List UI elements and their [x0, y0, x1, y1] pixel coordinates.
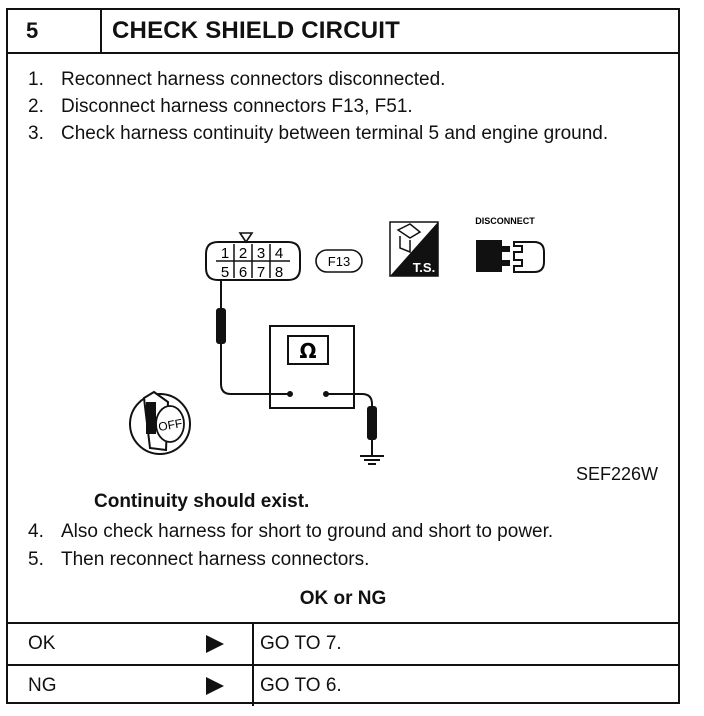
disconnect-icon: DISCONNECT — [475, 216, 545, 273]
instruction-item: 2. Disconnect harness connectors F13, F51… — [28, 93, 668, 120]
instruction-list-continued: 4. Also check harness for short to ground… — [28, 518, 678, 574]
terminal-label: 4 — [275, 245, 283, 262]
connector-id-label: F13 — [328, 254, 350, 269]
arrow-right-icon — [206, 676, 224, 695]
instruction-text: Check harness continuity between termina… — [61, 123, 609, 144]
test-screwdriver-icon: T.S. — [389, 221, 439, 277]
instruction-number: 1. — [28, 69, 44, 90]
result-row-ng: NG GO TO 6. — [8, 664, 678, 706]
figure-code: SEF226W — [576, 464, 659, 484]
ts-label: T.S. — [413, 260, 435, 275]
instruction-text: Also check harness for short to ground a… — [61, 521, 554, 542]
instruction-item: 4. Also check harness for short to ground… — [28, 518, 678, 546]
ignition-key-off-icon: OFF — [129, 390, 191, 455]
terminal-label: 7 — [257, 264, 265, 281]
step-number: 5 — [8, 10, 102, 52]
result-action: GO TO 7. — [252, 622, 678, 665]
instruction-number: 3. — [28, 123, 44, 144]
instruction-number: 4. — [28, 521, 44, 542]
connector-latch-icon — [238, 232, 254, 244]
terminal-label: 3 — [257, 245, 265, 262]
terminal-label: 2 — [239, 245, 247, 262]
instruction-text: Then reconnect harness connectors. — [61, 549, 370, 570]
wiring-diagram: 1 2 3 4 5 6 7 8 F13 Ω — [129, 216, 545, 465]
ohmmeter: Ω — [269, 325, 355, 409]
arrow-right-icon — [206, 634, 224, 653]
ground-symbol-icon — [360, 455, 384, 465]
procedure-header: 5 CHECK SHIELD CIRCUIT — [8, 10, 678, 54]
instruction-number: 2. — [28, 96, 44, 117]
result-status: OK — [8, 622, 182, 665]
instruction-item: 3. Check harness continuity between termi… — [28, 120, 659, 147]
result-status: NG — [8, 664, 182, 706]
instruction-list: 1. Reconnect harness connectors disconnec… — [28, 66, 668, 147]
probe-lead-terminal — [216, 280, 290, 395]
terminal-label: 6 — [239, 264, 247, 281]
instruction-item: 1. Reconnect harness connectors disconnec… — [28, 66, 668, 93]
result-table: OK GO TO 7. NG GO TO 6. — [8, 622, 678, 706]
instruction-text: Reconnect harness connectors disconnecte… — [61, 69, 446, 90]
terminal-label: 5 — [221, 264, 229, 281]
result-row-ok: OK GO TO 7. — [8, 622, 678, 665]
harness-connector: 1 2 3 4 5 6 7 8 — [205, 232, 301, 281]
terminal-label: 1 — [221, 245, 229, 262]
result-heading: OK or NG — [299, 588, 387, 609]
key-off-label: OFF — [157, 416, 183, 434]
continuity-note: Continuity should exist. — [94, 491, 310, 512]
procedure-title: CHECK SHIELD CIRCUIT — [112, 17, 401, 44]
procedure-frame: 5 CHECK SHIELD CIRCUIT 1. Reconnect harne… — [6, 8, 680, 706]
ohm-symbol-icon: Ω — [299, 339, 316, 363]
instruction-text: Disconnect harness connectors F13, F51. — [61, 96, 413, 117]
probe-lead-ground — [326, 393, 384, 465]
instruction-number: 5. — [28, 549, 44, 570]
terminal-label: 8 — [275, 264, 283, 281]
connector-id-badge: F13 — [315, 249, 363, 273]
instruction-item: 5. Then reconnect harness connectors. — [28, 546, 678, 574]
result-action: GO TO 6. — [252, 664, 678, 706]
disconnect-label: DISCONNECT — [475, 216, 535, 226]
